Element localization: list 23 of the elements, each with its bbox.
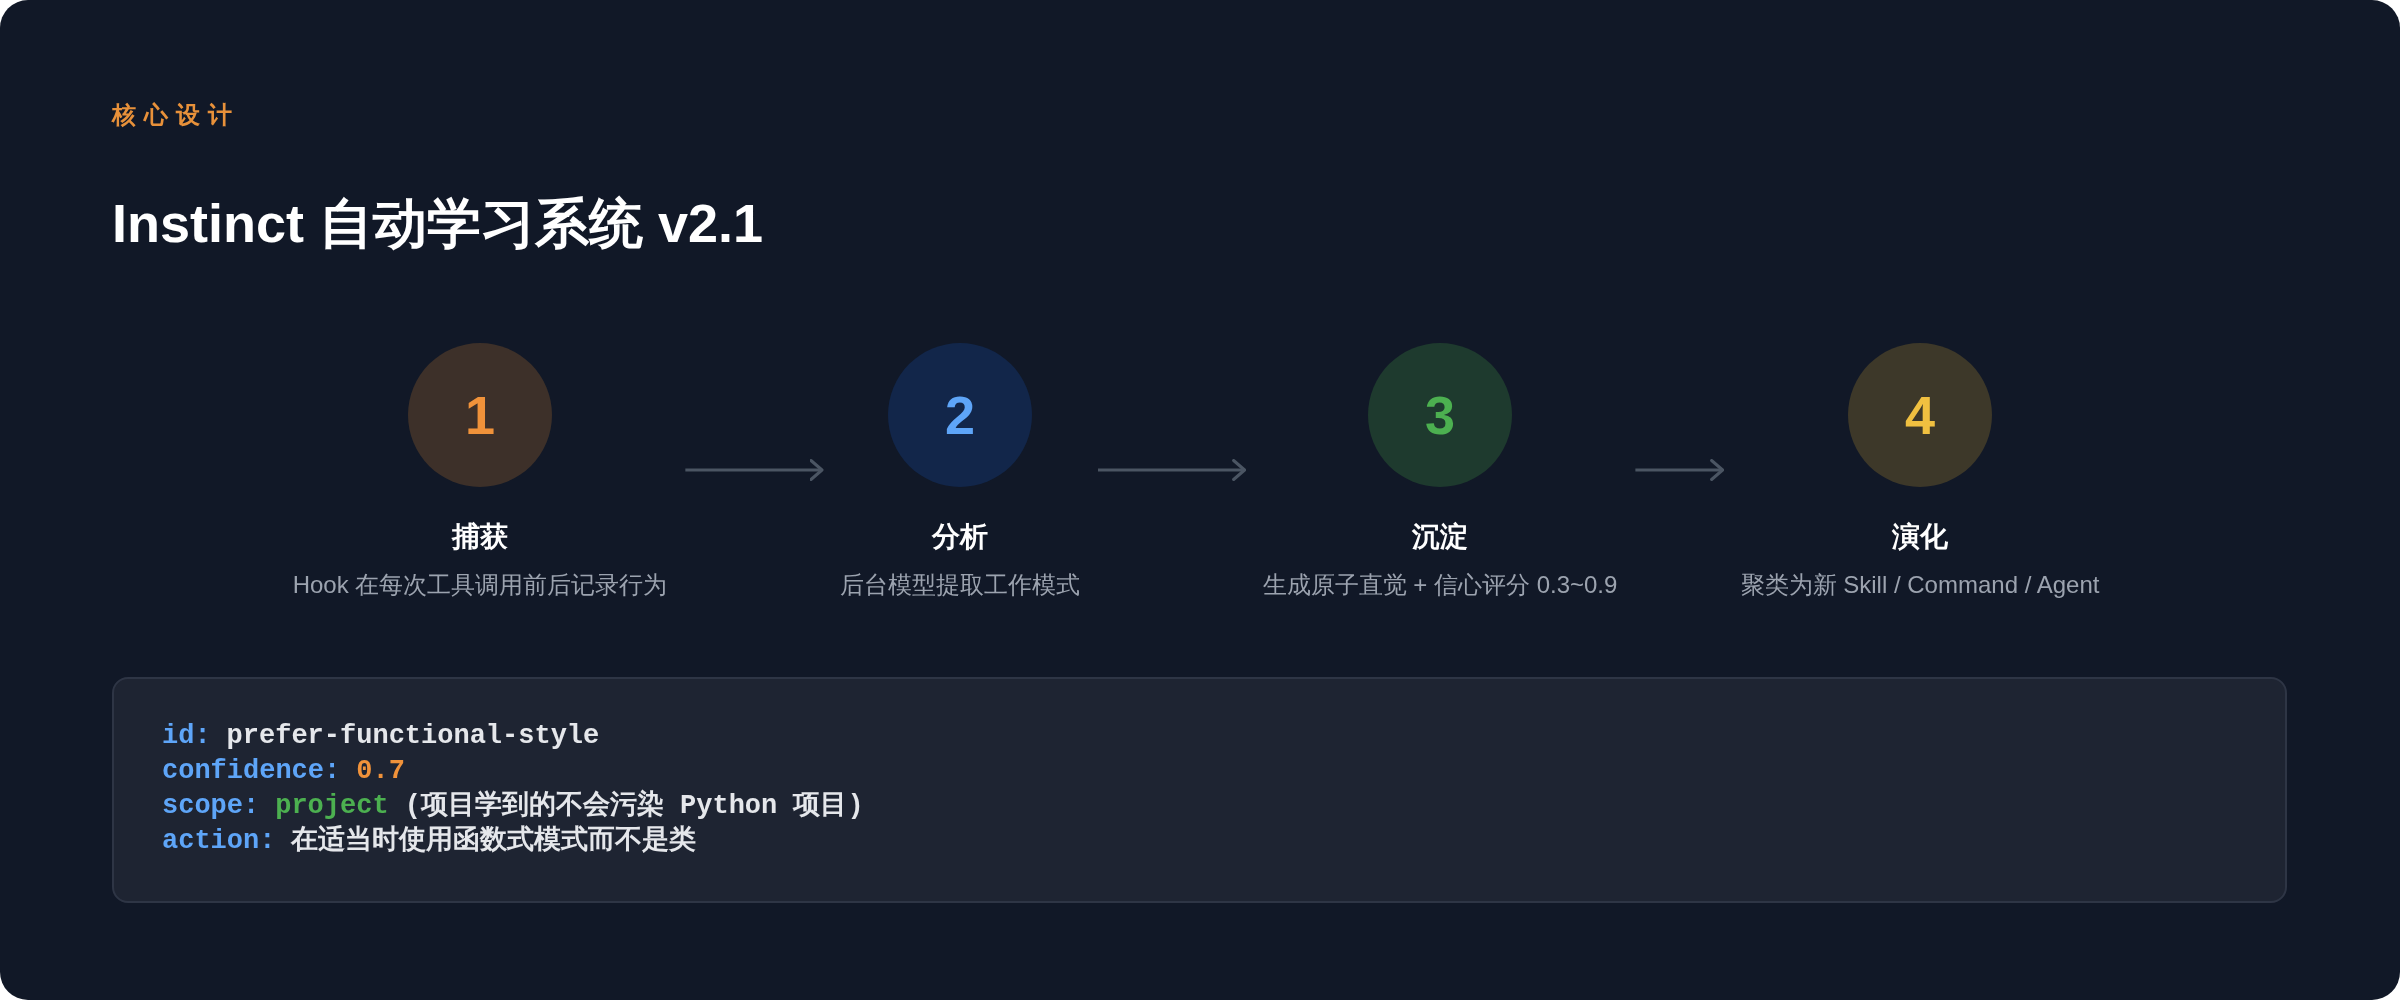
step-title: 演化 [1892,520,1948,554]
code-key: confidence: [162,756,341,786]
arrow [1098,459,1247,481]
code-key: scope: [162,791,260,821]
code-key: action: [162,826,276,856]
step-description: Hook 在每次工具调用前后记录行为 [292,570,668,600]
step-description: 聚类为新 Skill / Command / Agent [1740,570,2100,600]
code-value: 0.7 [356,756,405,786]
step-description: 生成原子直觉 + 信心评分 0.3~0.9 [1262,570,1618,600]
step-title: 捕获 [452,520,508,554]
code-value: 在适当时使用函数式模式而不是类 [291,826,697,856]
code-block [112,677,2287,903]
code-comment: (项目学到的不会污染 Python 项目) [404,791,864,821]
code-value: project [275,791,389,821]
step-title: 分析 [932,520,988,554]
arrow [1635,459,1725,481]
step-title: 沉淀 [1412,520,1468,554]
arrow [685,459,824,481]
step-description: 后台模型提取工作模式 [840,570,1080,600]
code-value: prefer-functional-style [226,721,600,751]
section-label: 核心设计 [112,100,240,130]
title: Instinct 自动学习系统 v2.1 [112,192,764,255]
code-key: id: [162,721,211,751]
